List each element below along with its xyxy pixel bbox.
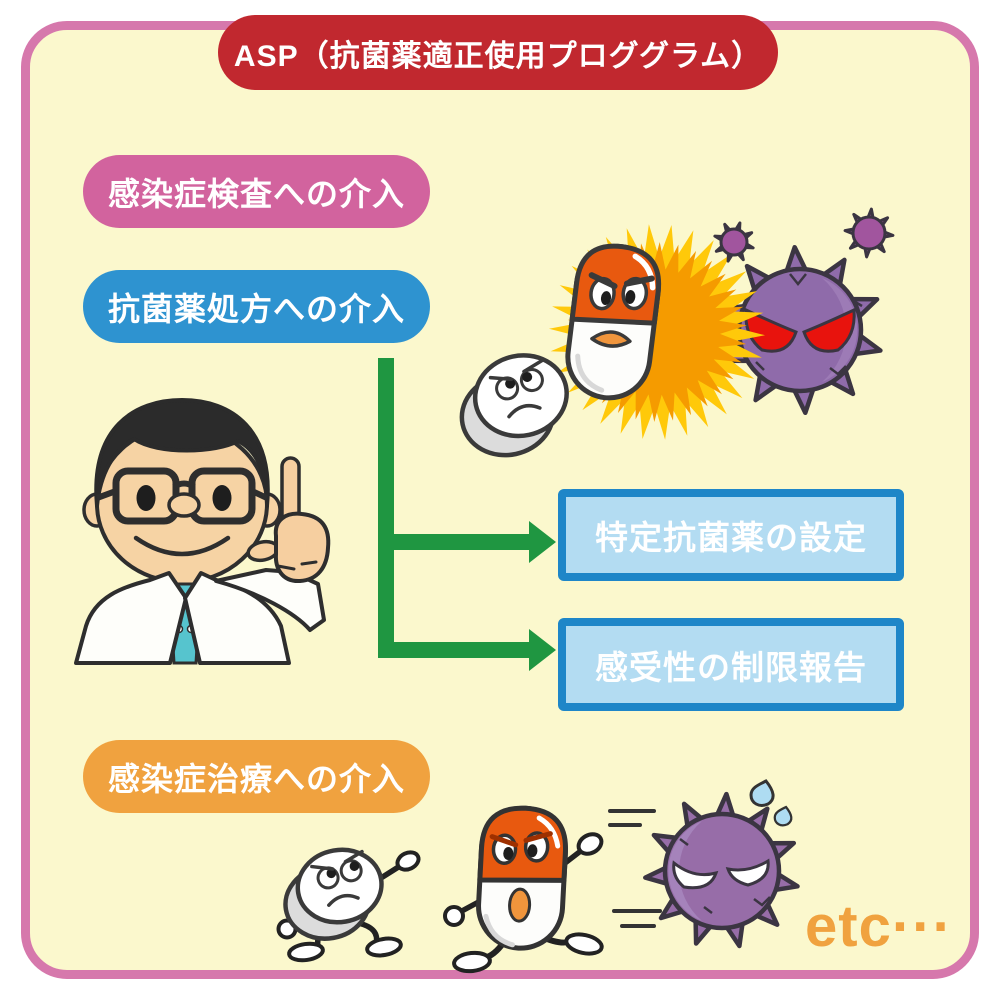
small-virus-body: [851, 215, 887, 251]
capsule-left-foot: [452, 950, 492, 974]
capsule-mouth: [508, 887, 532, 923]
capsule-brows: [588, 272, 655, 290]
tablet-frown: [327, 893, 360, 907]
angry-capsule-character: [565, 243, 662, 401]
virus-highlight: [822, 278, 858, 382]
angry-virus-character: [717, 244, 883, 416]
tablet-left-pupil: [326, 868, 337, 879]
tablet-left-foot: [287, 941, 325, 963]
measure-specific-label: 特定抗菌薬の設定: [595, 519, 867, 556]
capsule-right-foot: [564, 932, 604, 956]
doctor-smile: [133, 535, 231, 557]
capsule-right-pupil: [527, 844, 538, 858]
branch-arrow-vertical: [378, 358, 394, 658]
virus-spikes: [643, 791, 800, 949]
branch-arrow-bottom: [378, 642, 530, 658]
coat-left-panel: [74, 571, 188, 665]
intervention-pill-prescription: 抗菌薬処方への介入: [83, 270, 430, 343]
tablet-face: [472, 353, 569, 439]
virus-skin-marks: [679, 838, 771, 914]
tablet-right-foot: [365, 936, 403, 958]
sweat-drop-icon: [773, 805, 793, 827]
capsule-brows: [489, 831, 553, 848]
virus-left-eye: [672, 860, 719, 890]
intervention-prescription-label: 抗菌薬処方への介入: [107, 290, 405, 327]
running-tablet-character: [276, 847, 421, 963]
capsule-beak: [590, 330, 632, 348]
tablet-brows: [488, 358, 544, 382]
capsule-shine: [536, 815, 561, 849]
measure-susceptibility-label: 感受性の制限報告: [595, 648, 867, 686]
capsule-left-pupil: [600, 291, 612, 306]
capsule-left-pupil: [503, 846, 514, 860]
hand-knuckles: [276, 560, 318, 571]
capsule-right-hand: [576, 832, 604, 856]
fleeing-virus-character: [608, 779, 800, 949]
speed-lines: [608, 809, 662, 928]
tablet-right-hand: [395, 850, 421, 872]
intervention-testing-label: 感染症検査への介入: [107, 175, 405, 212]
asp-title-text: ASP（抗菌薬適正使用プロググラム）: [233, 39, 763, 73]
measure-box-specific-antimicrobial: 特定抗菌薬の設定: [558, 489, 904, 581]
sweat-drop-icon: [749, 779, 775, 807]
virus-right-eye: [725, 858, 770, 887]
capsule-shine: [632, 253, 656, 291]
asp-title-banner: ASP（抗菌薬適正使用プロググラム）: [218, 15, 778, 90]
virus-skin-marks: [755, 273, 863, 376]
tablet-left-pupil: [505, 378, 516, 389]
doctor-nose: [167, 492, 201, 518]
tablet-brows: [310, 849, 364, 871]
tablet-right-pupil: [349, 861, 360, 871]
small-virus-icon: [843, 207, 895, 259]
arrowhead-top-icon: [529, 521, 556, 563]
capsule-shade: [483, 913, 515, 948]
small-virus-spikes: [713, 221, 755, 263]
etc-label: etc···: [805, 894, 953, 959]
coat-sleeve: [214, 568, 326, 632]
glasses-bridge: [172, 480, 196, 490]
virus-right-eye: [802, 307, 856, 353]
tablet-right-pupil: [522, 371, 533, 382]
running-capsule-character: [443, 805, 604, 974]
capsule-cap: [569, 243, 662, 326]
branch-arrow-top: [378, 534, 530, 550]
arrowhead-bottom-icon: [529, 629, 556, 671]
doctor-right-eye: [212, 485, 232, 511]
tablet-frown: [507, 403, 542, 419]
virus-highlight: [668, 821, 702, 921]
hand-fist: [273, 511, 331, 584]
small-virus-icon: [713, 221, 755, 263]
virus-body: [662, 811, 782, 931]
measure-box-susceptibility-report: 感受性の制限報告: [558, 618, 904, 711]
doctor-pointing-illustration: [74, 398, 331, 665]
intervention-treatment-label: 感染症治療への介入: [107, 760, 405, 797]
intervention-pill-testing: 感染症検査への介入: [83, 155, 430, 228]
worried-tablet-character: [459, 353, 569, 458]
small-virus-body: [719, 227, 749, 257]
capsule-right-pupil: [625, 290, 636, 305]
intervention-pill-treatment: 感染症治療への介入: [83, 740, 430, 813]
capsule-left-hand: [443, 905, 465, 927]
doctor-left-eye: [136, 485, 156, 511]
capsule-shade: [575, 353, 605, 393]
